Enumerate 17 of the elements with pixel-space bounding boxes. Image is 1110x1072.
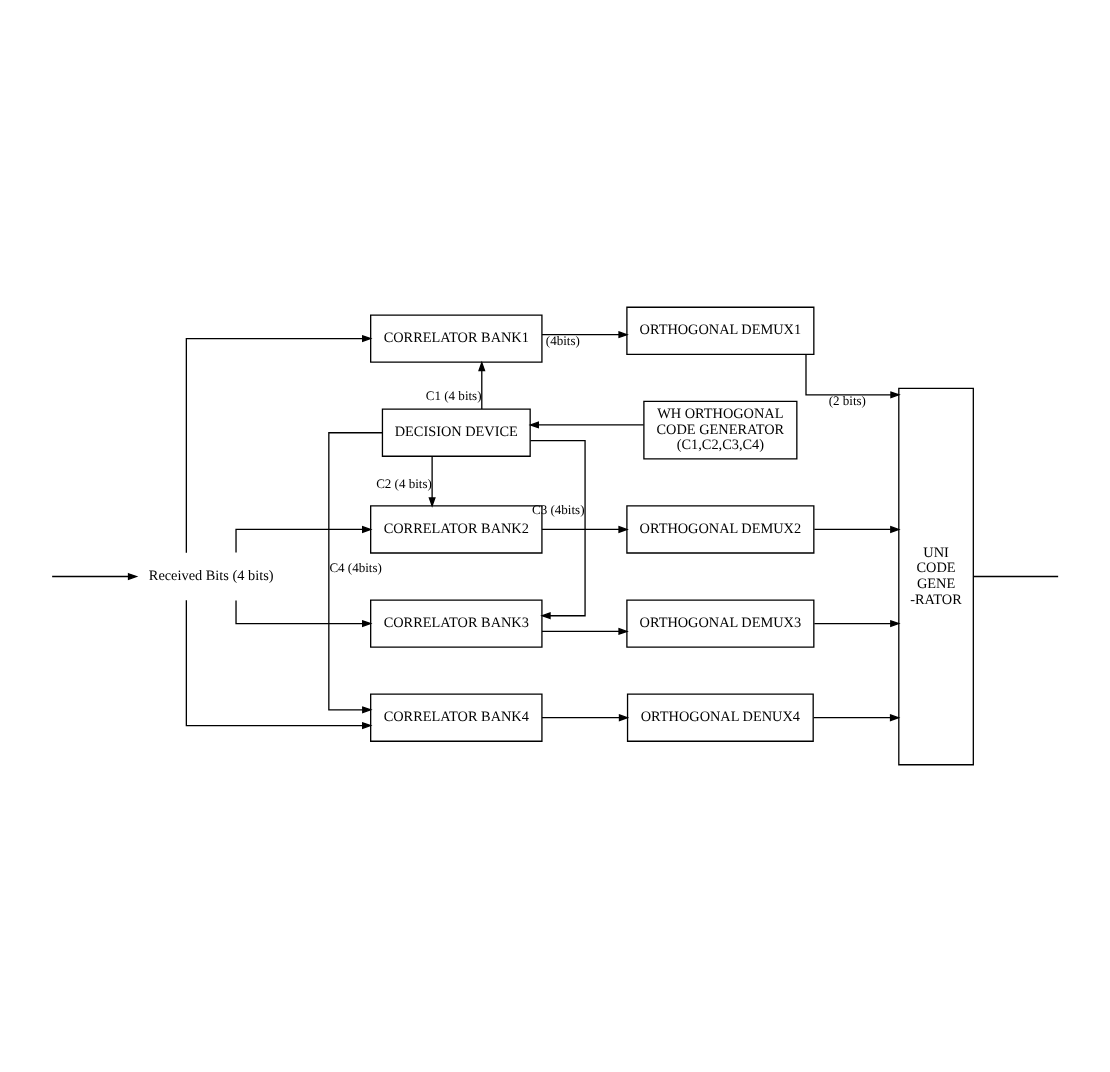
arrow (328, 432, 383, 714)
arrow (185, 599, 373, 730)
arrow (541, 627, 629, 636)
arrow (813, 714, 901, 722)
connector (972, 575, 1059, 578)
arrow (541, 525, 629, 534)
arrow (428, 456, 436, 508)
arrow (813, 619, 901, 628)
arrow (541, 331, 629, 339)
arrow (529, 439, 586, 620)
arrow (185, 334, 373, 554)
arrow (813, 525, 901, 534)
arrow (805, 353, 901, 399)
arrow (541, 714, 630, 722)
arrow (528, 421, 645, 429)
arrow (51, 572, 139, 581)
arrow (478, 360, 486, 410)
